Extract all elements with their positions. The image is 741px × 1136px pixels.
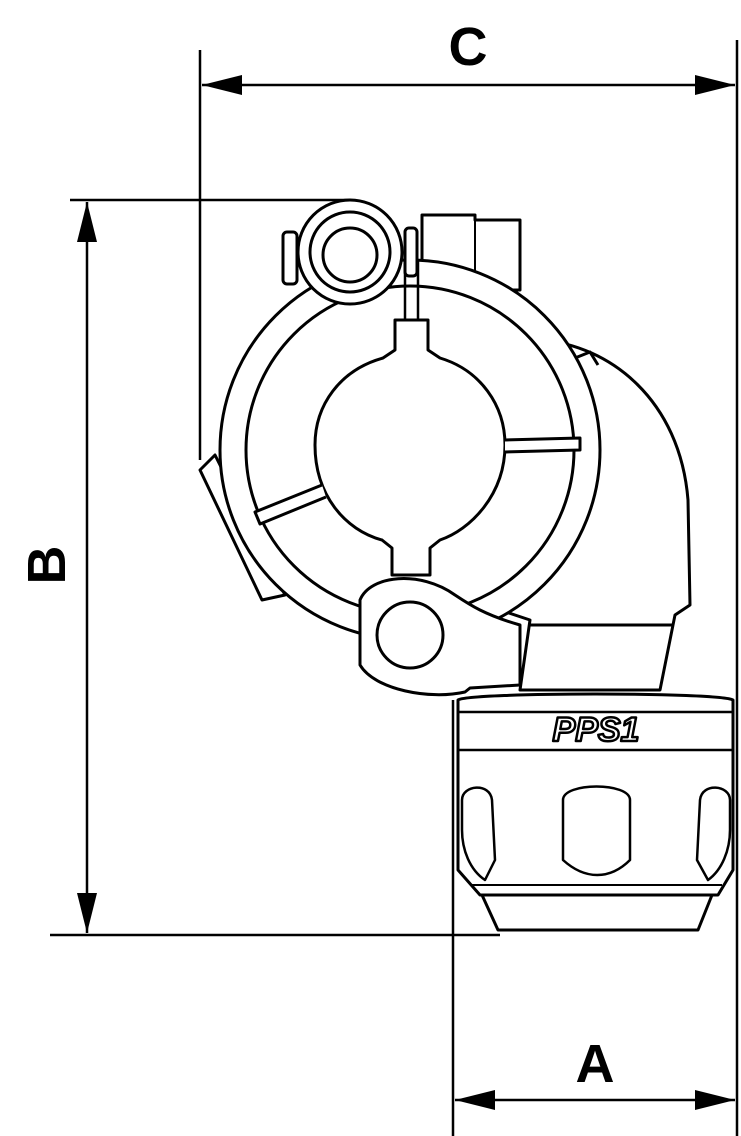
dimension-c-label: C [449, 17, 488, 77]
pipe-bore [313, 318, 507, 577]
connector-logo: PPS1 [553, 711, 640, 749]
dimension-a: A [451, 700, 735, 1136]
dimension-b: B [17, 198, 500, 937]
fitting-drawing: PPS1 [198, 198, 735, 932]
dimension-b-label: B [17, 546, 77, 585]
dimension-c: C [198, 17, 739, 1136]
ppc-connector: PPS1 [456, 692, 735, 932]
dimension-a-label: A [576, 1034, 615, 1094]
